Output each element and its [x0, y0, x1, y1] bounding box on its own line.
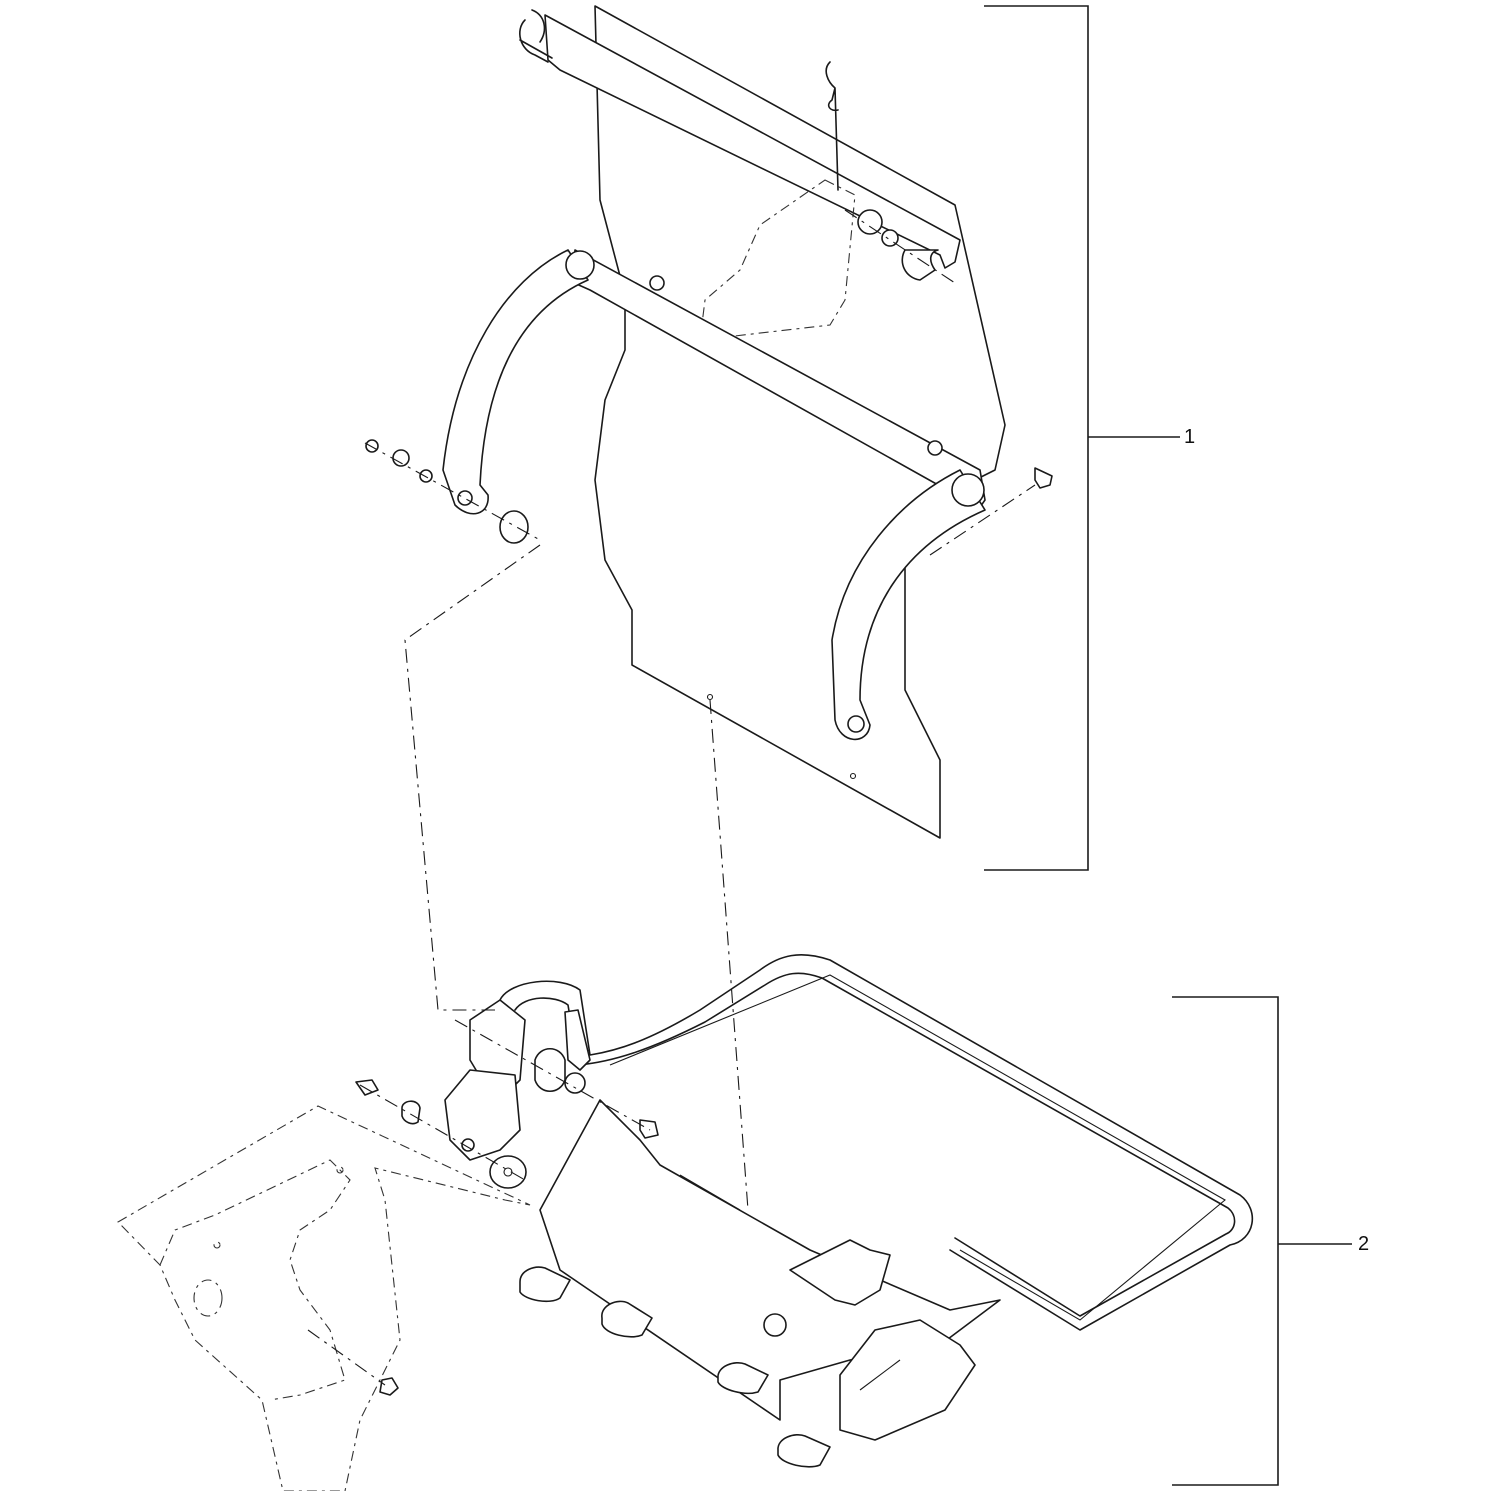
- spacer-left: [419, 469, 433, 483]
- bumper-4: [777, 1434, 831, 1468]
- tubular-frame-inner: [514, 972, 1236, 1317]
- top-clip-pin: [519, 9, 553, 63]
- hinge-pivot-right: [763, 1313, 787, 1337]
- large-washer-left: [499, 510, 529, 544]
- pivot-nut: [564, 1072, 586, 1094]
- phantom-mount-bracket: [117, 1105, 531, 1491]
- bin-slot: [679, 1174, 741, 1211]
- axis-lower-left: [359, 1084, 526, 1181]
- left-mount-hole: [461, 1138, 475, 1152]
- left-curved-arm: [442, 249, 589, 515]
- phantom-inner: [159, 1159, 351, 1401]
- nut-left: [365, 439, 379, 453]
- flap-plate: [594, 5, 1006, 839]
- phantom-hole-small: [213, 1241, 221, 1249]
- phantom-hole-top: [336, 1166, 344, 1174]
- callout-bracket-2: [1172, 996, 1352, 1486]
- right-side-bracket: [839, 1319, 976, 1441]
- catcher-assembly: [355, 954, 1254, 1468]
- nut-lower: [379, 1377, 399, 1396]
- callout-label-2: 2: [1358, 1233, 1370, 1255]
- axis-left: [364, 442, 541, 541]
- middle-bar-nut-left: [649, 275, 665, 291]
- bracket-slot: [859, 1359, 901, 1391]
- tubular-frame-outer: [499, 954, 1254, 1331]
- clevis-pin: [639, 1119, 659, 1139]
- bracket-1-shape: [984, 5, 1089, 871]
- washer-upper: [857, 209, 883, 235]
- left-arm-hole: [457, 490, 473, 506]
- alignment-center: [709, 699, 749, 1211]
- bumper-3: [717, 1362, 769, 1395]
- alignment-left: [404, 544, 541, 1011]
- flap-hole-center: [706, 693, 714, 701]
- axis-right: [929, 484, 1036, 556]
- hinge-latch-right: [789, 1239, 891, 1306]
- axis-upper: [844, 209, 959, 286]
- large-washer-lower: [489, 1155, 527, 1189]
- alignment-lines: [404, 544, 749, 1211]
- callout-bracket-1: [984, 5, 1180, 871]
- washer-left: [392, 449, 410, 467]
- right-arm-pivot: [951, 473, 985, 507]
- bracket-2-shape: [1172, 996, 1279, 1486]
- bumper-2: [601, 1300, 653, 1338]
- axis-pin: [454, 1019, 651, 1131]
- pivot-bushing: [534, 1047, 566, 1093]
- phantom-hole-large: [193, 1279, 223, 1317]
- vertical-latch: [564, 1009, 591, 1071]
- bolt-right: [1034, 467, 1053, 489]
- callout-label-1: 1: [1184, 426, 1196, 448]
- right-arm-hole: [847, 715, 865, 733]
- left-mount-plate: [444, 1069, 521, 1161]
- bumper-1: [519, 1266, 571, 1303]
- flap-hole-lower: [849, 772, 857, 780]
- hair-pin: [825, 61, 839, 191]
- spacer-lower: [401, 1100, 421, 1125]
- top-hinge-bar: [544, 14, 961, 269]
- left-arm-pivot: [565, 250, 595, 280]
- phantom-outline: [117, 1105, 531, 1491]
- flap-assembly: [364, 5, 1053, 839]
- bolt-left: [355, 1079, 379, 1096]
- axis-lower: [307, 1329, 386, 1386]
- fabric-edge: [609, 974, 1226, 1321]
- middle-bar-nut-right: [927, 440, 943, 456]
